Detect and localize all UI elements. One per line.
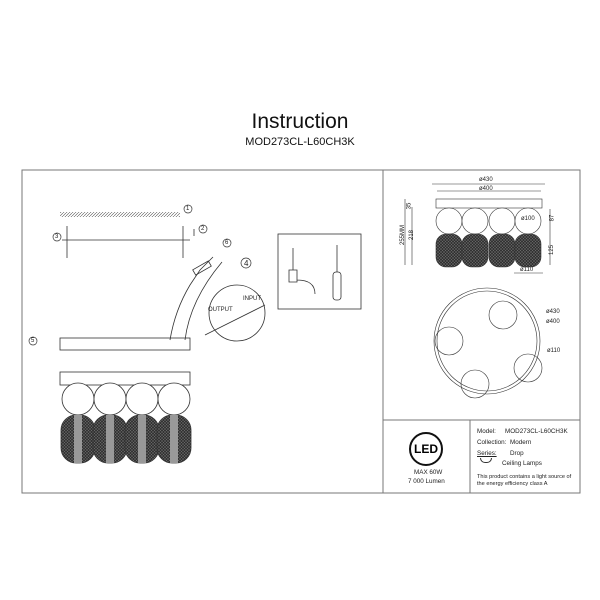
led-power: MAX 60W — [414, 469, 443, 476]
step-6: 6 — [225, 240, 229, 246]
dim-110: ø110 — [520, 267, 534, 273]
dim-400: ø400 — [479, 186, 493, 192]
top-dim-400: ø400 — [546, 319, 560, 325]
step-4: 4 — [244, 259, 249, 268]
top-dim-430: ø430 — [546, 309, 560, 315]
step-markers — [28, 204, 252, 346]
driver-input-label: INPUT — [243, 296, 261, 302]
step-1: 1 — [186, 206, 190, 212]
series-value: Drop — [510, 450, 524, 457]
dim-255: 255MM — [400, 224, 407, 246]
lamp-front-view — [59, 371, 192, 464]
led-badge: LED — [409, 432, 443, 466]
dim-218: 218 — [409, 229, 416, 241]
step-5: 5 — [31, 338, 35, 344]
top-dim-110: ø110 — [547, 348, 561, 354]
collection-label: Collection: — [477, 439, 507, 446]
dim-430: ø430 — [479, 177, 493, 183]
collection-value: Modern — [510, 439, 532, 446]
installation-diagram — [59, 212, 362, 351]
model-value: MOD273CL-L60CH3K — [505, 428, 568, 435]
step-2: 2 — [201, 226, 205, 232]
dim-125: 125 — [549, 244, 556, 256]
dim-35: 35 — [406, 202, 413, 210]
type-value: Ceiling Lamps — [502, 460, 542, 467]
model-code: MOD273CL-L60CH3K — [245, 136, 355, 148]
dim-100: ø100 — [521, 216, 535, 222]
led-lumen: 7 000 Lumen — [408, 478, 445, 485]
dim-87: 87 — [549, 214, 556, 222]
series-label: Series: — [477, 450, 497, 457]
step-3: 3 — [55, 234, 59, 240]
lamp-dimension-view — [404, 183, 551, 399]
page-title: Instruction — [251, 110, 349, 133]
model-label: Model: — [477, 428, 496, 435]
energy-note: This product contains a light source of … — [477, 474, 572, 487]
driver-output-label: OUTPUT — [208, 307, 233, 313]
